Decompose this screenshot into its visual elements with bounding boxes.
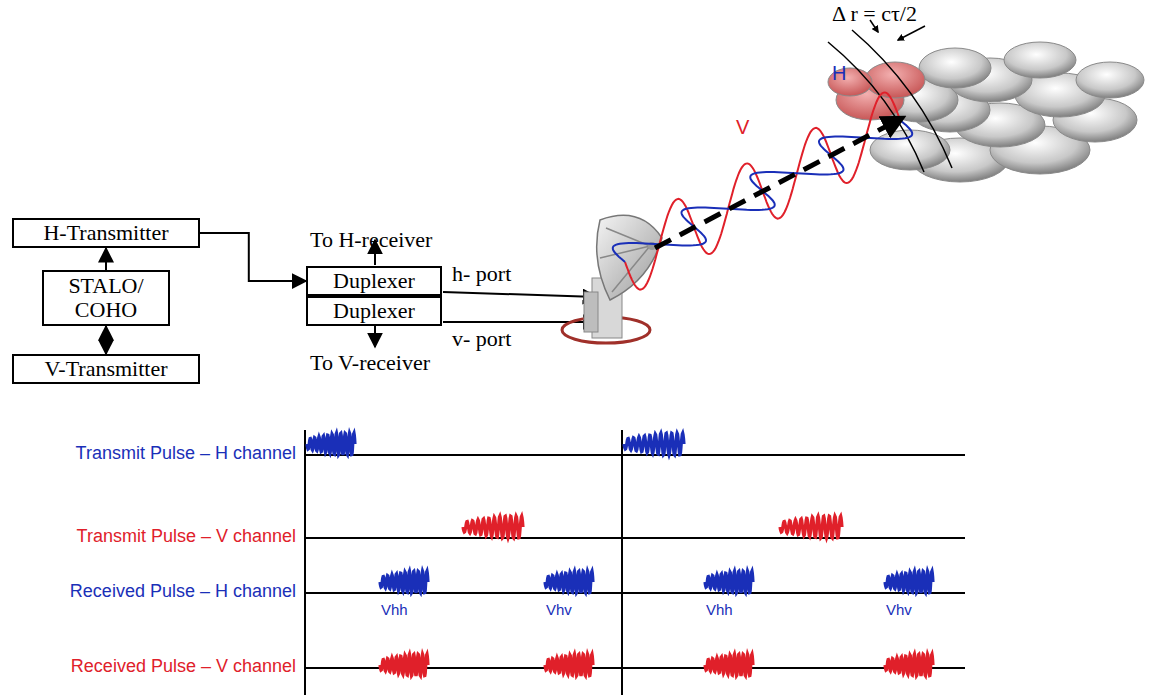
row-label: Received Pulse – H channel bbox=[70, 582, 296, 602]
row-label: Transmit Pulse – H channel bbox=[76, 444, 296, 464]
clouds bbox=[828, 42, 1144, 182]
pulse bbox=[463, 516, 523, 538]
port-label: h- port bbox=[452, 262, 511, 286]
row-label: Transmit Pulse – V channel bbox=[77, 527, 296, 547]
box-label: Duplexer bbox=[333, 299, 415, 323]
port-label: To V-receiver bbox=[310, 351, 430, 375]
port-label: To H-receiver bbox=[310, 228, 432, 252]
box-label: Duplexer bbox=[333, 269, 415, 293]
signal-name: Vhv bbox=[546, 602, 572, 619]
signal-name: Vhh bbox=[381, 602, 408, 619]
pulse bbox=[380, 571, 428, 593]
antenna bbox=[562, 215, 662, 343]
box-label: V-Transmitter bbox=[44, 357, 167, 381]
block-box: H-Transmitter bbox=[12, 218, 200, 248]
pulse bbox=[705, 571, 753, 593]
pulse bbox=[885, 654, 933, 676]
pulse bbox=[780, 516, 842, 538]
pulse bbox=[380, 654, 428, 676]
block-box: Duplexer bbox=[306, 266, 442, 296]
polarization-label: V bbox=[736, 116, 749, 138]
signal-name: Vhh bbox=[706, 602, 733, 619]
dimension-label: Δ r = cτ/2 bbox=[832, 2, 917, 26]
pulse bbox=[885, 571, 933, 593]
beam-arrow bbox=[655, 118, 902, 248]
block-box: V-Transmitter bbox=[12, 354, 200, 384]
box-label: H-Transmitter bbox=[43, 221, 168, 245]
signal-line bbox=[105, 248, 107, 270]
polarization-label: H bbox=[832, 62, 846, 84]
pulse bbox=[705, 654, 753, 676]
block-box: STALO/ COHO bbox=[42, 270, 170, 326]
row-label: Received Pulse – V channel bbox=[71, 657, 296, 677]
block-box: Duplexer bbox=[306, 296, 442, 326]
signal-name: Vhv bbox=[886, 602, 912, 619]
port-label: v- port bbox=[452, 327, 511, 351]
pulse bbox=[545, 654, 593, 676]
signal-line bbox=[105, 326, 107, 354]
polarized-waves bbox=[613, 92, 912, 289]
pulse bbox=[624, 433, 684, 455]
box-label: STALO/ COHO bbox=[50, 274, 162, 322]
pulse bbox=[307, 433, 355, 455]
signal-line bbox=[200, 233, 306, 281]
timing-axes bbox=[305, 430, 965, 695]
signal-line bbox=[105, 326, 107, 354]
pulses bbox=[307, 433, 933, 676]
pulse bbox=[545, 571, 593, 593]
